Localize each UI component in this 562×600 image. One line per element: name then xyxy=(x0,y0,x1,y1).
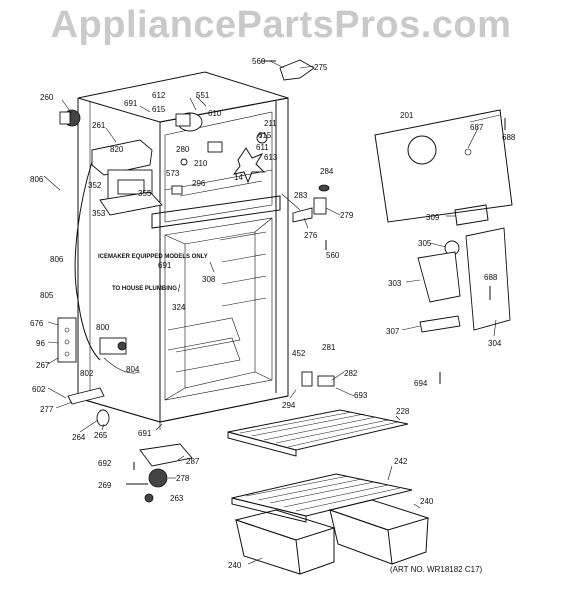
callout-210: 210 xyxy=(194,159,208,168)
callout-294: 294 xyxy=(282,401,296,410)
callout-615: 615 xyxy=(152,105,166,114)
screw-icon xyxy=(126,60,506,485)
callout-691: 691 xyxy=(124,99,138,108)
callout-281: 281 xyxy=(322,343,336,352)
callout-612: 612 xyxy=(152,91,166,100)
insulation-pad xyxy=(454,204,489,226)
crisper-cover xyxy=(231,473,413,523)
house-plumbing-note: TO HOUSE PLUMBING xyxy=(112,286,177,292)
callout-611: 611 xyxy=(256,143,269,152)
callout-263: 263 xyxy=(170,494,184,503)
callout-610: 610 xyxy=(208,109,222,118)
callout-687: 687 xyxy=(470,123,484,132)
callout-284: 284 xyxy=(320,167,334,176)
icemaker-assembly xyxy=(59,109,163,216)
water-line xyxy=(74,161,101,361)
icemaker-note: ICEMAKER EQUIPPED MODELS ONLY xyxy=(98,254,208,260)
art-number: (ART NO. WR18182 C17) xyxy=(390,565,483,574)
callout-280: 280 xyxy=(176,145,190,154)
callout-560: 560 xyxy=(326,251,340,260)
callout-676: 676 xyxy=(30,319,44,328)
top-hinge xyxy=(279,59,315,81)
callout-820: 820 xyxy=(110,145,124,154)
callout-282: 282 xyxy=(344,369,358,378)
callout-806: 806 xyxy=(50,255,64,264)
fan-motor-assembly xyxy=(171,112,268,195)
roller xyxy=(96,409,110,427)
callout-304: 304 xyxy=(488,339,502,348)
callout-307: 307 xyxy=(386,327,400,336)
callout-691: 691 xyxy=(138,429,152,438)
callout-228: 228 xyxy=(396,407,410,416)
fill-tube xyxy=(103,357,141,374)
leveling-wheel xyxy=(148,468,168,488)
callout-201: 201 xyxy=(400,111,414,120)
callout-305: 305 xyxy=(418,239,432,248)
callout-615: 615 xyxy=(258,131,272,140)
callout-303: 303 xyxy=(388,279,402,288)
bracket-304 xyxy=(465,227,511,331)
callout-211: 211 xyxy=(264,119,277,128)
callout-264: 264 xyxy=(72,433,86,442)
callout-805: 805 xyxy=(40,291,54,300)
callout-275: 275 xyxy=(314,63,328,72)
callout-688: 688 xyxy=(484,273,498,282)
callout-287: 287 xyxy=(186,457,200,466)
callout-279: 279 xyxy=(340,211,354,220)
callout-269: 269 xyxy=(98,481,112,490)
callout-551: 551 xyxy=(196,91,210,100)
callout-691: 691 xyxy=(158,261,172,270)
callout-602: 602 xyxy=(32,385,46,394)
callout-692: 692 xyxy=(98,459,112,468)
callout-353: 353 xyxy=(92,209,106,218)
callout-261: 261 xyxy=(92,121,106,130)
callout-265: 265 xyxy=(94,431,108,440)
callout-296: 296 xyxy=(192,179,206,188)
bottom-hinge xyxy=(67,387,105,405)
water-valve xyxy=(99,337,127,355)
crisper-drawer-right xyxy=(328,499,430,565)
callout-277: 277 xyxy=(40,405,54,414)
callout-355: 355 xyxy=(138,189,152,198)
callout-260: 260 xyxy=(40,93,54,102)
callout-694: 694 xyxy=(414,379,428,388)
callout-276: 276 xyxy=(304,231,318,240)
callout-802: 802 xyxy=(80,369,94,378)
callout-688: 688 xyxy=(502,133,516,142)
callout-labels: 560 275 260 691 612 551 615 610 261 820 … xyxy=(30,57,516,570)
callout-14: 14 xyxy=(234,173,243,182)
callout-352: 352 xyxy=(88,181,102,190)
leveling-bracket xyxy=(139,443,193,467)
callout-324: 324 xyxy=(172,303,186,312)
callout-240: 240 xyxy=(228,561,242,570)
callout-240: 240 xyxy=(420,497,434,506)
callout-804: 804 xyxy=(126,365,140,374)
wire-shelf xyxy=(227,409,409,457)
callout-242: 242 xyxy=(394,457,408,466)
callout-267: 267 xyxy=(36,361,50,370)
bracket-279 xyxy=(313,197,327,215)
callout-613: 613 xyxy=(264,153,278,162)
callout-452: 452 xyxy=(292,349,306,358)
refrigerator-cabinet xyxy=(77,71,289,430)
callout-278: 278 xyxy=(176,474,190,483)
callout-283: 283 xyxy=(294,191,308,200)
callout-806: 806 xyxy=(30,175,44,184)
shelf-bracket xyxy=(292,207,313,223)
callout-308: 308 xyxy=(202,275,216,284)
callout-560: 560 xyxy=(252,57,266,66)
callout-573: 573 xyxy=(166,169,180,178)
callout-800: 800 xyxy=(96,323,110,332)
crisper-drawer-left xyxy=(234,509,336,575)
leader-lines xyxy=(43,60,501,565)
support-307 xyxy=(419,315,461,333)
callout-693: 693 xyxy=(354,391,368,400)
callout-96: 96 xyxy=(36,339,45,348)
callout-309: 309 xyxy=(426,213,440,222)
shelf-support-303 xyxy=(417,251,461,303)
watermark: AppliancePartsPros.com xyxy=(50,4,512,46)
evaporator-cover-panel xyxy=(374,109,513,223)
